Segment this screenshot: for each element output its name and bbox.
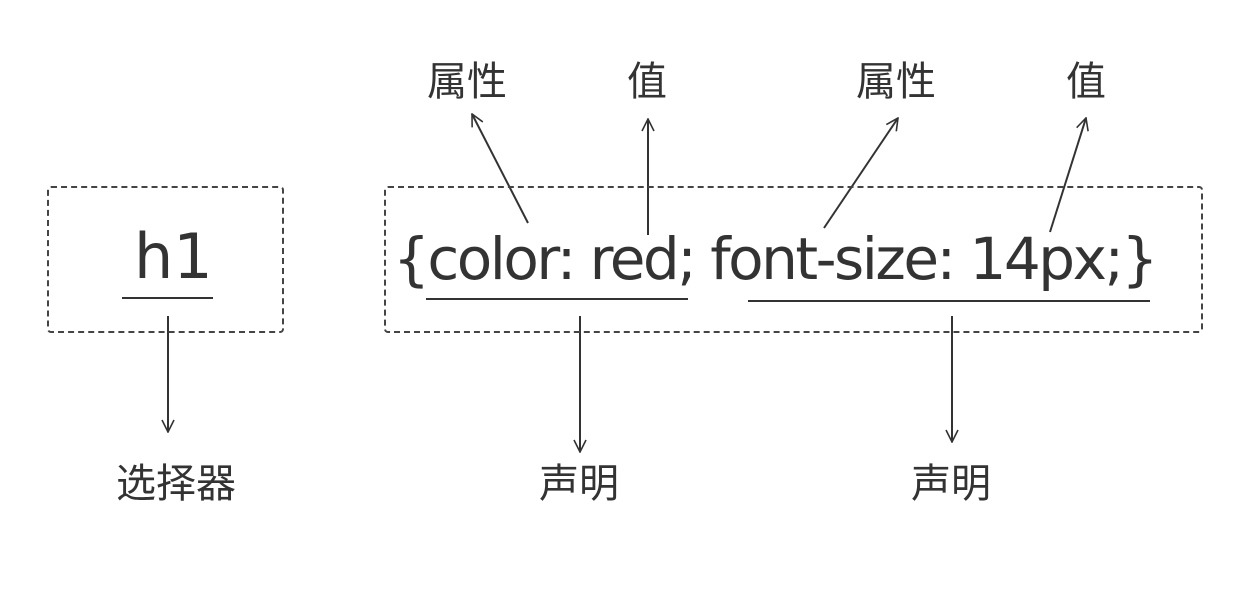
property-1-label: 属性 bbox=[427, 59, 507, 105]
property-2-label: 属性 bbox=[856, 59, 936, 105]
declaration-2-label: 声明 bbox=[911, 461, 991, 507]
declaration-block-code: {color: red; font-size: 14px;} bbox=[393, 225, 1158, 293]
selector-label: 选择器 bbox=[116, 461, 236, 507]
value-1-label: 值 bbox=[627, 59, 667, 105]
value-2-label: 值 bbox=[1066, 59, 1106, 105]
value-2-arrow bbox=[1049, 118, 1086, 233]
selector-code: h1 bbox=[134, 220, 213, 293]
property-1-arrow bbox=[471, 114, 529, 224]
property-2-arrow bbox=[823, 118, 898, 229]
selector-box bbox=[47, 186, 284, 333]
declaration-1-label: 声明 bbox=[539, 461, 619, 507]
declaration-block-box bbox=[384, 186, 1203, 333]
